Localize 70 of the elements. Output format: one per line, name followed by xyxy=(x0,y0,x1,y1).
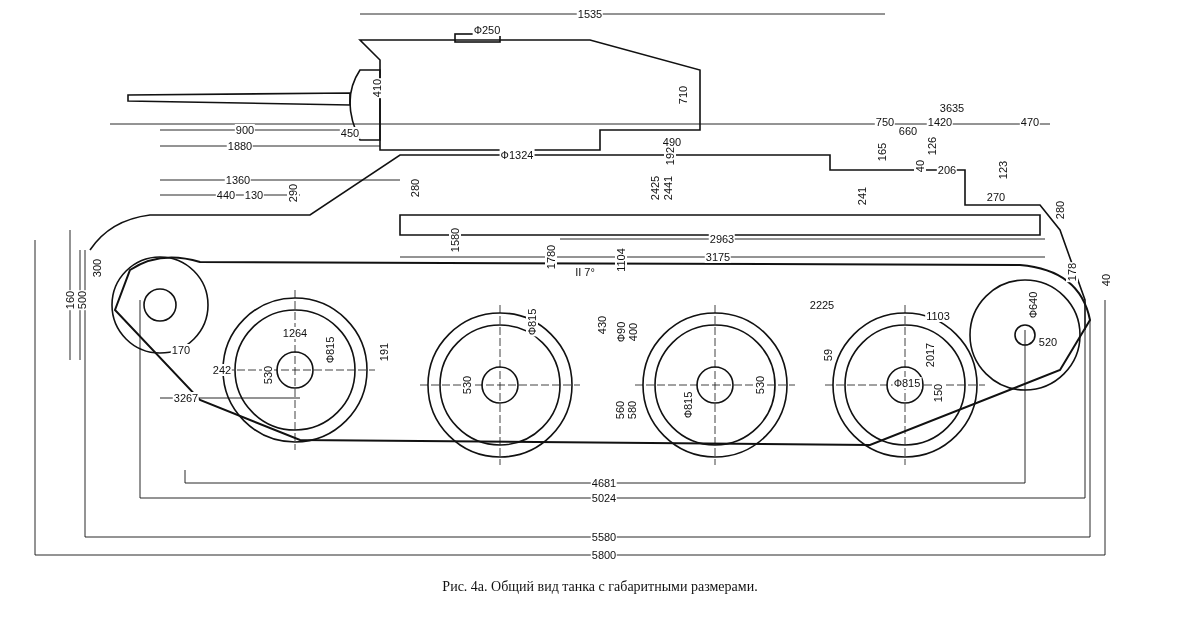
dimension-label: 59 xyxy=(822,347,834,363)
dimension-label: 1104 xyxy=(615,247,627,273)
dimension-label: 580 xyxy=(626,399,638,421)
dimension-label: Ф815 xyxy=(526,307,538,337)
dimension-label: 3267 xyxy=(172,392,200,404)
dimension-label: 130 xyxy=(243,189,265,201)
dimension-label: 5800 xyxy=(590,549,618,561)
dimension-label: 40 xyxy=(1100,272,1112,288)
dimension-label: 1535 xyxy=(576,8,604,20)
dimension-label: 40 xyxy=(914,158,926,174)
dimension-label: 242 xyxy=(211,364,233,376)
dimension-label: 4681 xyxy=(590,477,618,489)
dimension-label: 3175 xyxy=(704,251,732,263)
dimension-label: 5024 xyxy=(590,492,618,504)
dimension-label: 1420 xyxy=(926,116,954,128)
dimension-label: Ф90 xyxy=(615,320,627,344)
dimension-label: 170 xyxy=(170,344,192,356)
dimension-label: 710 xyxy=(677,84,689,106)
dimension-label: 900 xyxy=(234,124,256,136)
dimension-label: 290 xyxy=(287,182,299,204)
dimension-label: 450 xyxy=(339,127,361,139)
dimension-label: 530 xyxy=(262,364,274,386)
dimension-label: 430 xyxy=(596,314,608,336)
dimension-label: 191 xyxy=(378,341,390,363)
dimension-label: 126 xyxy=(926,135,938,157)
dimension-label: 1780 xyxy=(545,243,557,271)
dimension-label: 750 xyxy=(874,116,896,128)
dimension-label: 2017 xyxy=(924,341,936,369)
dimension-label: Ф1324 xyxy=(499,149,535,161)
dimension-label: 500 xyxy=(76,289,88,311)
dimension-label: 270 xyxy=(985,191,1007,203)
dimension-label: 1880 xyxy=(226,140,254,152)
dimension-label: 5580 xyxy=(590,531,618,543)
dimension-label: 1580 xyxy=(449,226,461,254)
dimension-label: 178 xyxy=(1066,261,1078,283)
dimension-label: 440 xyxy=(215,189,237,201)
dimension-label: 280 xyxy=(1054,199,1066,221)
dimension-label: 660 xyxy=(897,125,919,137)
dimension-label: 2225 xyxy=(808,299,836,311)
dimension-label: 241 xyxy=(856,185,868,207)
dimension-label: 150 xyxy=(932,382,944,404)
dimension-label: 530 xyxy=(461,374,473,396)
dimension-label: 2441 xyxy=(662,174,674,202)
dimension-label: 400 xyxy=(627,321,639,343)
dimension-label: 165 xyxy=(876,141,888,163)
dimension-label: 300 xyxy=(91,257,103,279)
dimension-label: 280 xyxy=(409,177,421,199)
dimension-label: 1264 xyxy=(281,327,309,339)
dimension-label: II 7° xyxy=(574,266,596,278)
figure-caption: Рис. 4а. Общий вид танка с габаритными размерами. xyxy=(442,579,758,594)
dimension-label: Ф815 xyxy=(682,390,694,420)
dimension-label: 1360 xyxy=(224,174,252,186)
dimension-label: 520 xyxy=(1037,336,1059,348)
dimension-label: 560 xyxy=(614,399,626,421)
dimension-label: Ф815 xyxy=(324,335,336,365)
dimension-label: 123 xyxy=(997,159,1009,181)
dimension-label: 490 xyxy=(661,136,683,148)
dimension-label: 3635 xyxy=(938,102,966,114)
dimension-label: 530 xyxy=(754,374,766,396)
dimension-label: 160 xyxy=(64,289,76,311)
dimension-label: 410 xyxy=(371,77,383,99)
dimension-label: 1103 xyxy=(925,310,951,322)
dimension-label: Ф815 xyxy=(892,377,922,389)
dimension-label: 206 xyxy=(936,164,958,176)
dimension-label: 2425 xyxy=(649,174,661,202)
dimension-label: 2963 xyxy=(708,233,736,245)
dimension-label: Ф640 xyxy=(1027,290,1039,320)
dimension-label: 470 xyxy=(1019,116,1041,128)
dimension-label: 192 xyxy=(664,145,676,167)
dimension-label: Ф250 xyxy=(472,24,502,36)
